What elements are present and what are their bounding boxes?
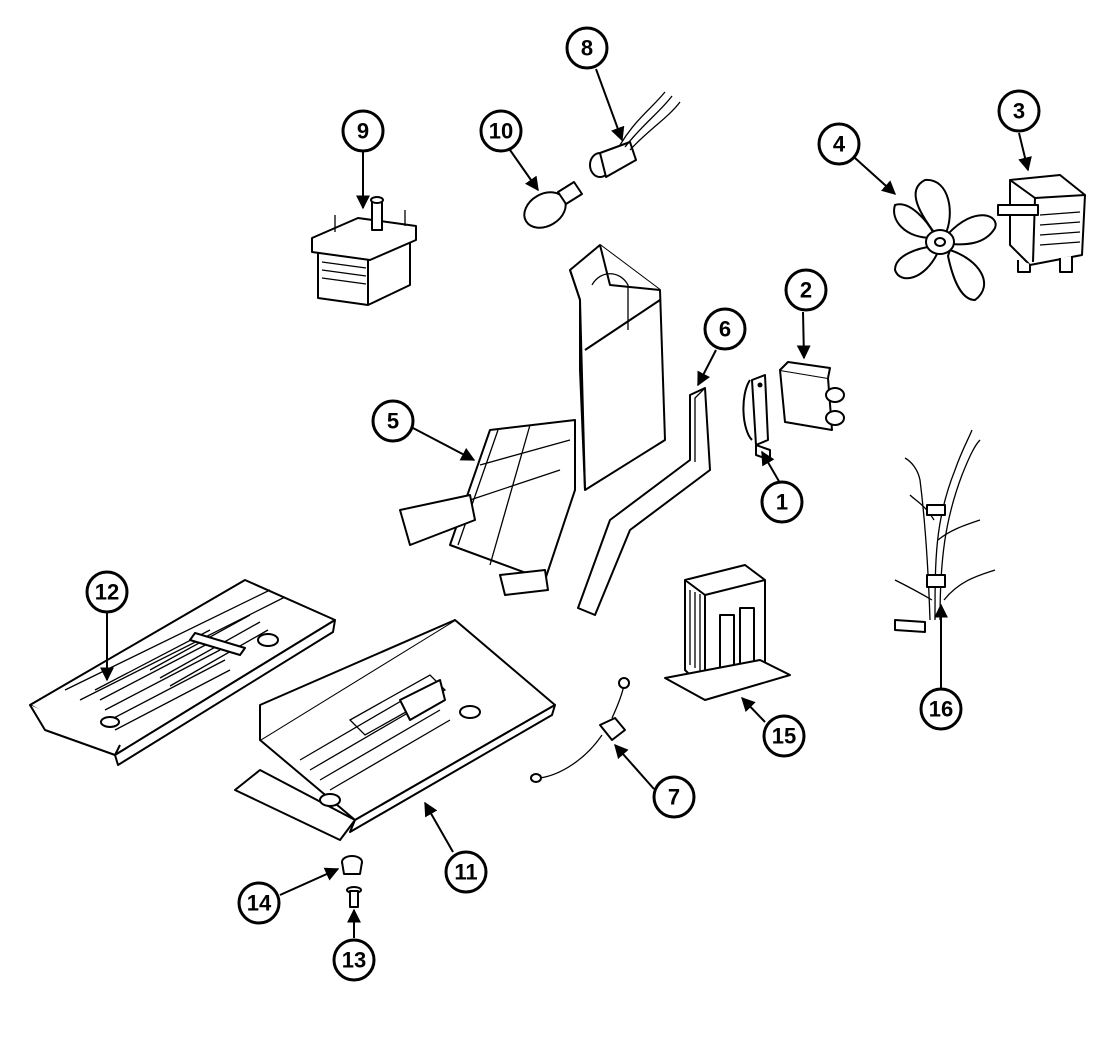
callout-8: 8 <box>565 26 609 70</box>
callout-6-label: 6 <box>719 317 731 342</box>
screw-part <box>346 886 362 908</box>
callout-5: 5 <box>371 399 415 443</box>
callout-5-label: 5 <box>387 409 399 434</box>
callout-7: 7 <box>652 775 696 819</box>
lamp-bulb-part <box>523 181 583 229</box>
lamp-socket-part <box>589 91 681 178</box>
callout-15: 15 <box>762 714 806 758</box>
callout-13-label: 13 <box>342 948 366 973</box>
wire-harness-part <box>894 429 996 633</box>
callout-1: 1 <box>760 480 804 524</box>
thermal-fuse-part <box>530 677 630 783</box>
callout-8-label: 8 <box>581 36 593 61</box>
callout-3: 3 <box>997 89 1041 133</box>
callout-13: 13 <box>332 938 376 982</box>
callout-1-label: 1 <box>776 490 788 515</box>
callout-16-label: 16 <box>929 697 953 722</box>
callout-3-label: 3 <box>1013 99 1025 124</box>
callout-11: 11 <box>444 850 488 894</box>
callout-2-label: 2 <box>800 278 812 303</box>
magnetron-part <box>311 196 417 306</box>
callout-10-label: 10 <box>489 119 513 144</box>
base-plate-left-part <box>29 579 336 766</box>
callout-12: 12 <box>85 570 129 614</box>
fan-blade-part <box>893 178 997 301</box>
strip-part <box>577 387 711 616</box>
callout-2: 2 <box>784 268 828 312</box>
fan-motor-part <box>997 174 1086 273</box>
transformer-part <box>664 564 791 701</box>
foot-part <box>341 855 363 875</box>
callout-7-label: 7 <box>668 785 680 810</box>
leader-lines <box>100 68 1032 938</box>
callout-10: 10 <box>479 109 523 153</box>
air-duct-part <box>399 244 666 596</box>
base-plate-center-part <box>234 619 556 841</box>
callout-14: 14 <box>237 881 281 925</box>
capacitor-part <box>779 361 845 431</box>
capacitor-bracket-part <box>742 374 771 461</box>
callout-4: 4 <box>817 122 861 166</box>
callout-14-label: 14 <box>247 891 272 916</box>
callout-15-label: 15 <box>772 724 796 749</box>
callout-12-label: 12 <box>95 580 119 605</box>
callout-6: 6 <box>703 307 747 351</box>
callout-16: 16 <box>919 687 963 731</box>
callout-9-label: 9 <box>357 119 369 144</box>
callout-9: 9 <box>341 109 385 153</box>
callout-4-label: 4 <box>833 132 846 157</box>
callout-11-label: 11 <box>454 860 477 885</box>
